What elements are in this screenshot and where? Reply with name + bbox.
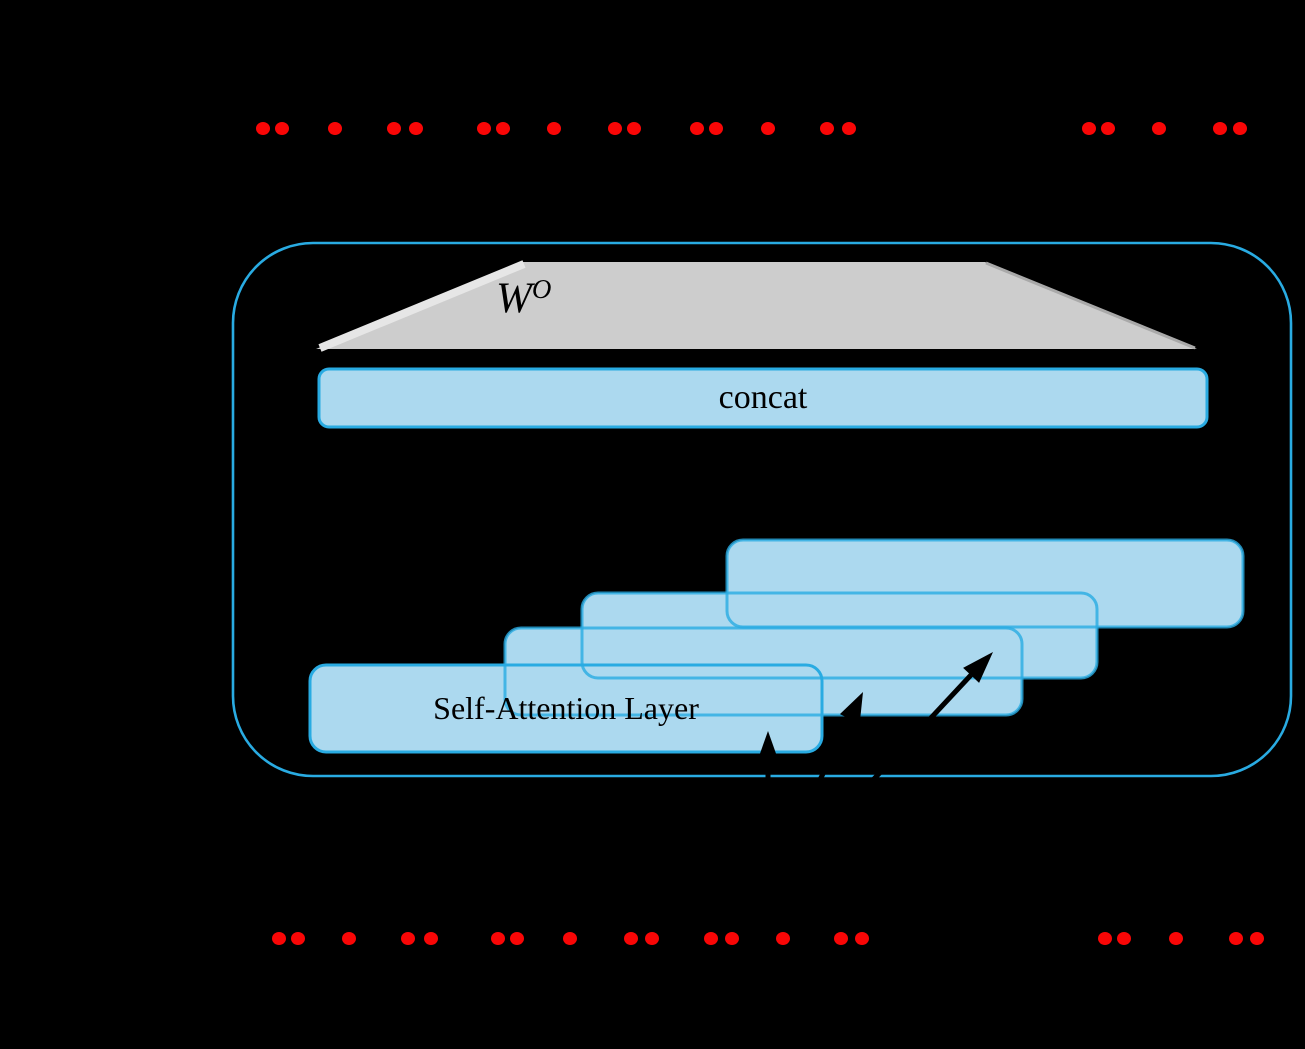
red-dot (776, 931, 790, 945)
red-dot (1082, 121, 1096, 135)
red-dot (275, 121, 289, 135)
red-dot (1229, 931, 1243, 945)
red-dot (424, 931, 438, 945)
red-dot (1169, 931, 1183, 945)
red-dot (1250, 931, 1264, 945)
red-dot (645, 931, 659, 945)
multi-head-block-outline (231, 241, 1293, 778)
input-arrow-3-head (963, 652, 993, 683)
projection-weight-superscript: O (531, 274, 552, 304)
attention-head-1-border (308, 663, 824, 754)
red-dot (1213, 121, 1227, 135)
red-dot (820, 121, 834, 135)
red-dot (761, 121, 775, 135)
output-projection-trapezoid (316, 262, 1197, 349)
red-dot (1101, 121, 1115, 135)
red-dot (510, 931, 524, 945)
red-dot (291, 931, 305, 945)
trapezoid-left-bevel (318, 260, 526, 352)
red-dot (547, 121, 561, 135)
red-dot (855, 931, 869, 945)
attention-head-3-border (580, 591, 1099, 680)
red-dot (1098, 931, 1112, 945)
red-dot (328, 121, 342, 135)
trapezoid-right-bevel (985, 261, 1196, 350)
red-dot (842, 121, 856, 135)
red-dot (256, 121, 270, 135)
red-dot (704, 931, 718, 945)
red-dot (409, 121, 423, 135)
red-dot (1117, 931, 1131, 945)
input-arrows (757, 652, 993, 812)
input-arrow-2-shaft (807, 717, 853, 802)
red-dot (624, 931, 638, 945)
projection-weight-base: W (496, 275, 532, 322)
attention-layer-label: Self-Attention Layer (433, 690, 699, 726)
red-dot (1233, 121, 1247, 135)
red-dot (690, 121, 704, 135)
red-dot (491, 931, 505, 945)
red-dot (563, 931, 577, 945)
red-dot (272, 931, 286, 945)
attention-head-1-fill (310, 665, 822, 752)
attention-head-2-border (503, 626, 1024, 717)
red-dot (401, 931, 415, 945)
red-dot (342, 931, 356, 945)
red-dot (709, 121, 723, 135)
concat-box (319, 369, 1207, 427)
red-dot (477, 121, 491, 135)
input-arrow-2-head (839, 692, 863, 724)
red-dot (387, 121, 401, 135)
projection-weight-label: WO (496, 274, 552, 322)
concat-label: concat (718, 379, 808, 416)
red-dot (834, 931, 848, 945)
concat-box-border (317, 367, 1209, 429)
red-dot (627, 121, 641, 135)
red-dot (725, 931, 739, 945)
attention-head-stack (308, 538, 1245, 754)
input-arrow-3-shaft (843, 673, 973, 812)
input-arrow-1-head (757, 731, 779, 762)
red-dot (1152, 121, 1166, 135)
red-dot (608, 121, 622, 135)
red-dot (496, 121, 510, 135)
